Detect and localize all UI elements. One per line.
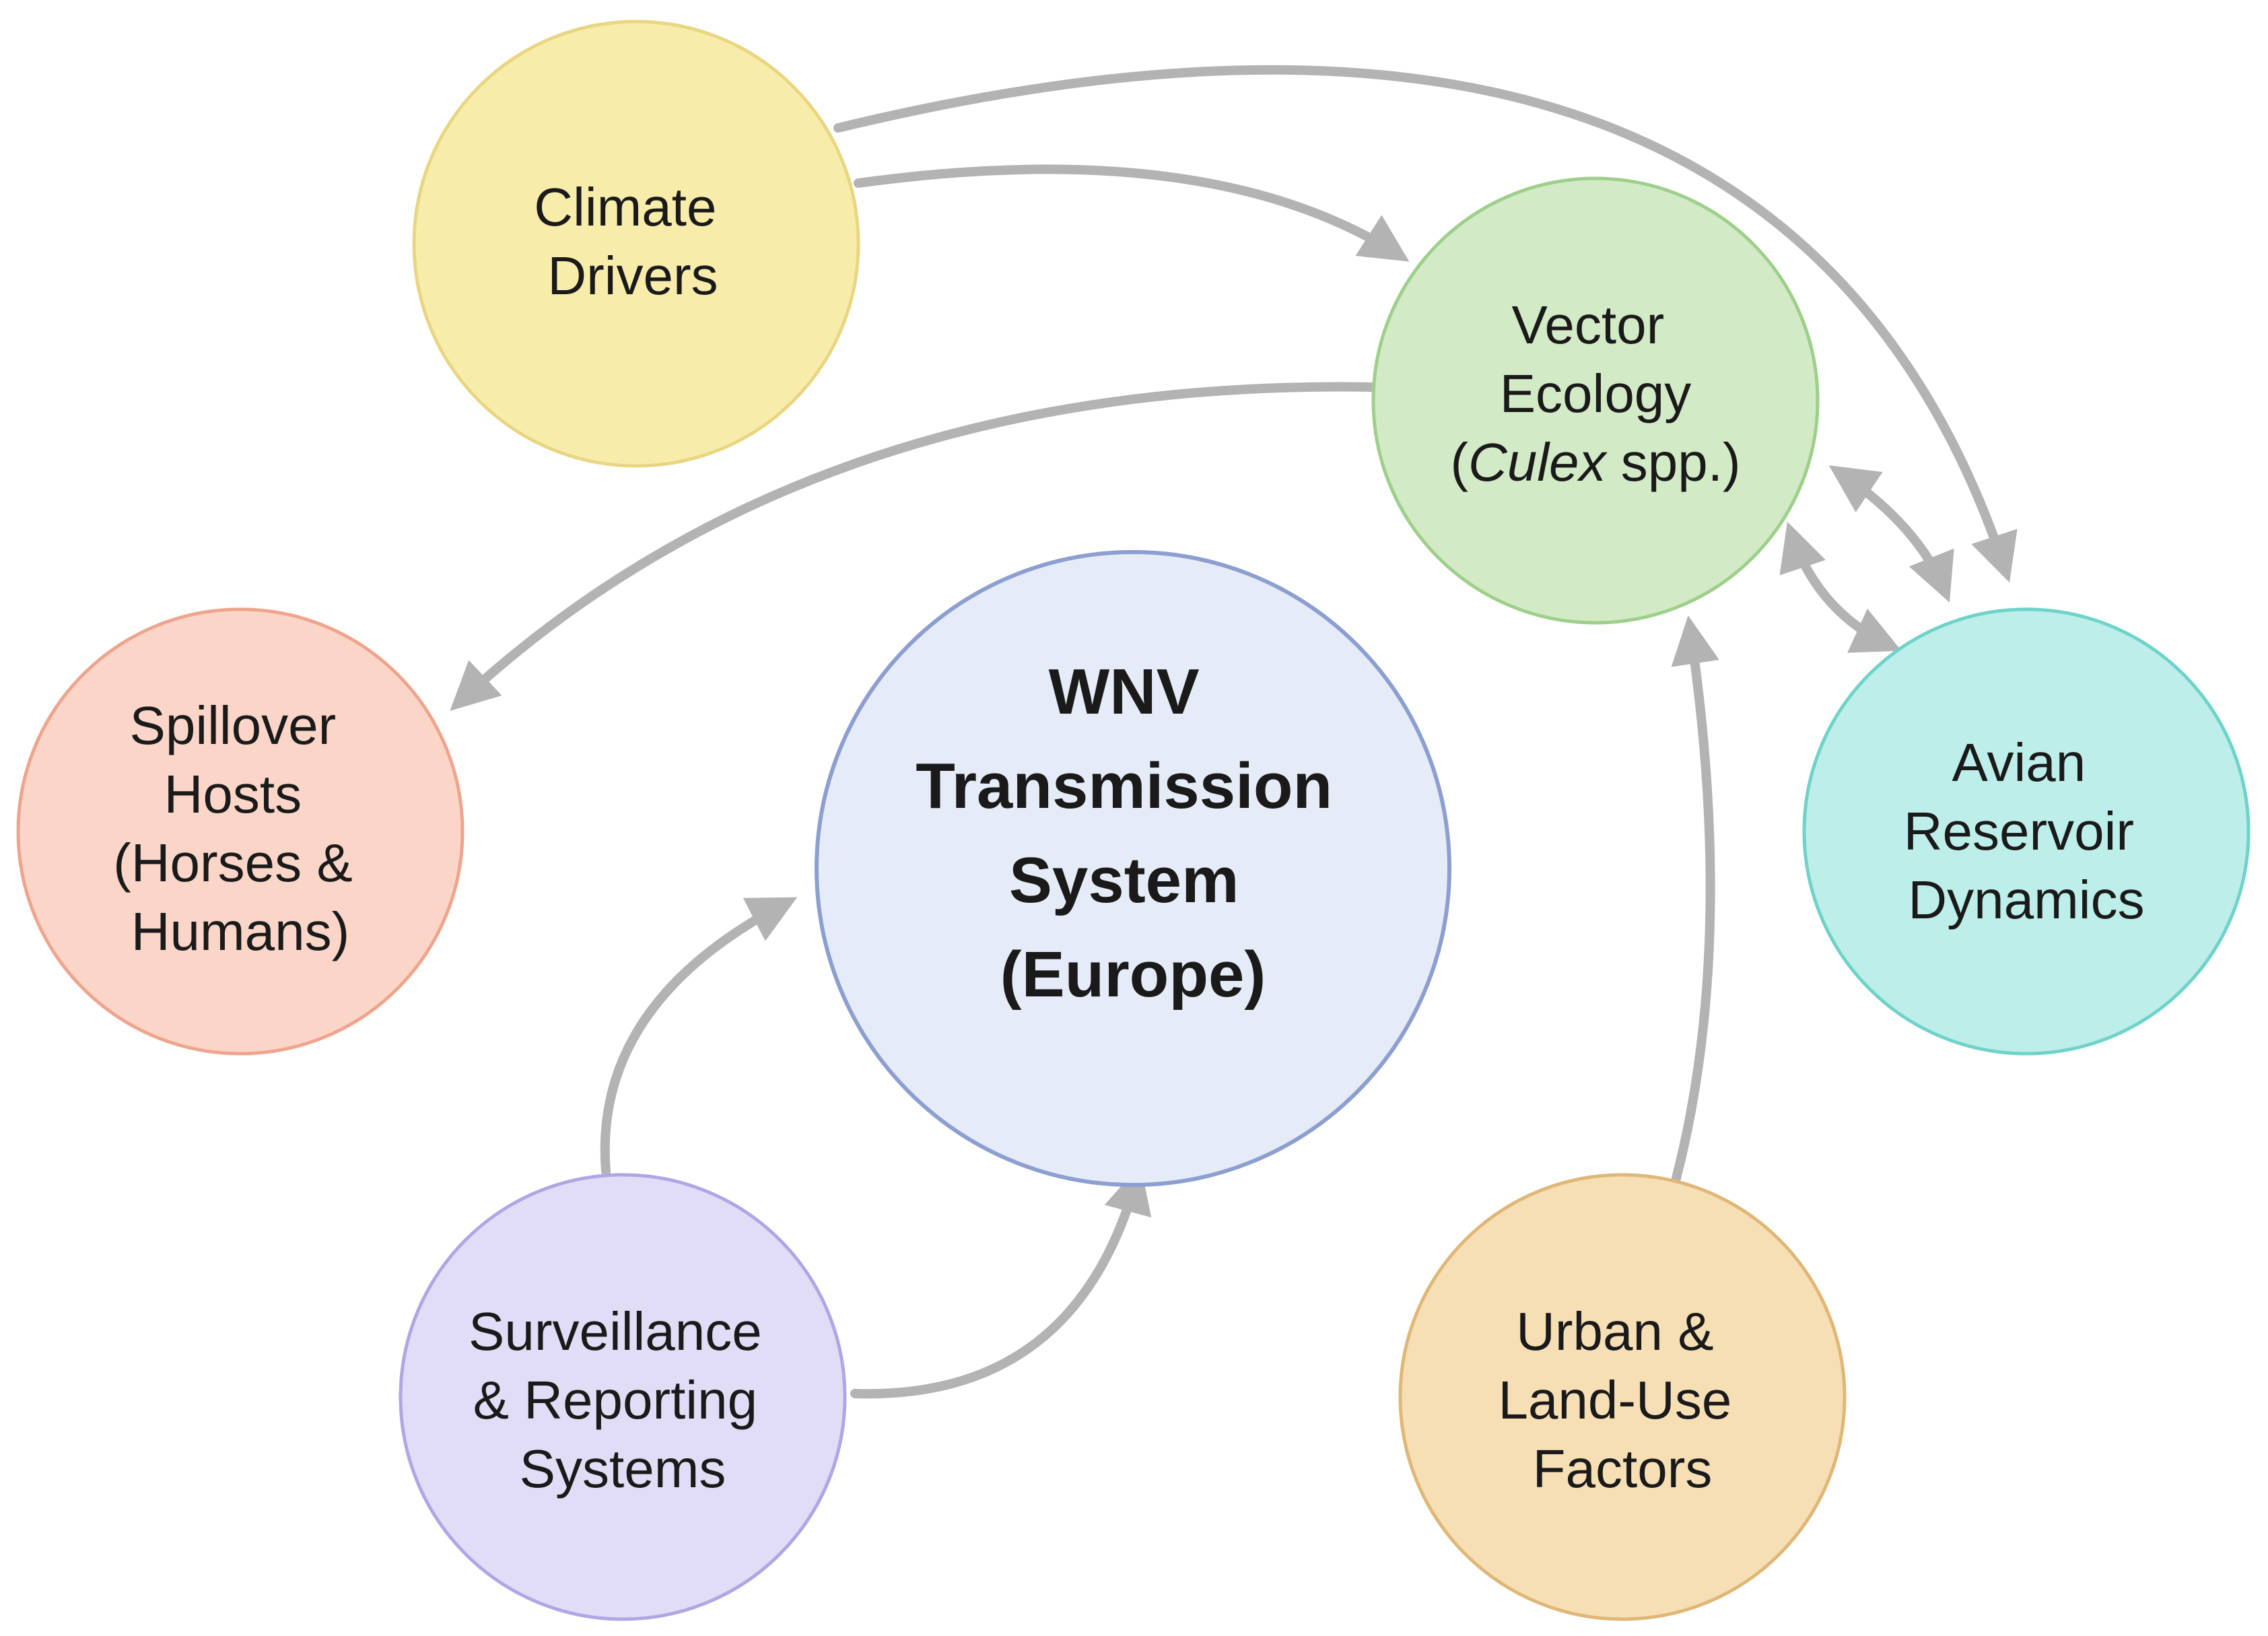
spillover-hosts-line-1: Spillover	[129, 695, 336, 755]
spillover-hosts-circle	[16, 607, 465, 1056]
wnv-transmission-line-3: System	[1009, 844, 1239, 916]
connections	[450, 65, 2018, 1399]
surveillance-line-2: & Reporting	[473, 1370, 757, 1430]
vector-ecology-line-3: (Culex spp.)	[1450, 432, 1740, 492]
wnv-transmission-line-4: (Europe)	[1000, 939, 1266, 1011]
spillover-hosts-line-3: (Horses &	[113, 833, 353, 893]
surveillance-circle	[399, 1173, 847, 1621]
avian-reservoir-node: Avian Reservoir Dynamics	[1802, 607, 2250, 1056]
avian-reservoir-line-2: Reservoir	[1904, 801, 2134, 861]
urban-land-use-line-3: Factors	[1533, 1439, 1713, 1499]
vector-ecology-label: Vector Ecology	[1500, 295, 1692, 423]
spillover-hosts-node: Spillover Hosts (Horses & Humans)	[16, 607, 465, 1056]
wnv-transmission-circle	[815, 550, 1451, 1187]
wnv-transmission-line-2: Transmission	[916, 750, 1332, 822]
arrow-urban-to-vector	[1671, 615, 1719, 1183]
surveillance-label: Surveillance & Reporting Systems	[469, 1301, 777, 1499]
surveillance-line-1: Surveillance	[469, 1301, 762, 1361]
surveillance-node: Surveillance & Reporting Systems	[399, 1173, 847, 1621]
spillover-hosts-line-2: Hosts	[164, 764, 302, 824]
avian-reservoir-line-1: Avian	[1952, 732, 2086, 792]
arrow-vector-to-spillover	[450, 382, 1378, 711]
vector-ecology-line-1: Vector	[1511, 295, 1664, 355]
urban-land-use-circle	[1398, 1173, 1847, 1621]
surveillance-line-3: Systems	[520, 1439, 726, 1499]
urban-land-use-node: Urban & Land-Use Factors	[1398, 1173, 1847, 1621]
avian-reservoir-circle	[1802, 607, 2250, 1056]
climate-drivers-circle	[412, 20, 860, 468]
urban-land-use-line-1: Urban &	[1516, 1301, 1713, 1361]
arrow-climate-to-avian	[833, 65, 2018, 583]
climate-drivers-line-2: Drivers	[547, 246, 718, 306]
avian-reservoir-line-3: Dynamics	[1908, 870, 2144, 930]
arrow-vector-avian-upper	[1828, 465, 1954, 603]
vector-ecology-node: Vector Ecology (Culex spp.)	[1371, 176, 1820, 625]
arrow-climate-to-vector	[854, 164, 1410, 262]
spillover-hosts-label: Spillover Hosts (Horses & Humans)	[113, 695, 368, 961]
climate-drivers-label: Climate Drivers	[534, 177, 731, 306]
wnv-transmission-label: WNV Transmission System (Europe)	[916, 656, 1350, 1011]
wnv-transmission-node: WNV Transmission System (Europe)	[815, 550, 1451, 1187]
vector-ecology-genus: Culex	[1468, 432, 1608, 492]
vector-ecology-line-2: Ecology	[1500, 364, 1692, 423]
spillover-hosts-line-4: Humans)	[131, 901, 350, 961]
urban-land-use-label: Urban & Land-Use Factors	[1498, 1301, 1746, 1499]
climate-drivers-node: Climate Drivers	[412, 20, 860, 468]
avian-reservoir-label: Avian Reservoir Dynamics	[1904, 732, 2150, 930]
arrow-surveillance-to-central-bottom	[850, 1164, 1152, 1399]
vector-ecology-paren-open: (	[1450, 432, 1468, 492]
arrow-vector-avian-lower	[1779, 521, 1902, 653]
wnv-transmission-line-1: WNV	[1049, 656, 1200, 728]
arrow-surveillance-to-central-left	[600, 897, 798, 1176]
climate-drivers-line-1: Climate	[534, 177, 716, 237]
vector-ecology-circle	[1371, 176, 1820, 625]
vector-ecology-species: spp.)	[1606, 432, 1741, 492]
urban-land-use-line-2: Land-Use	[1498, 1370, 1731, 1430]
